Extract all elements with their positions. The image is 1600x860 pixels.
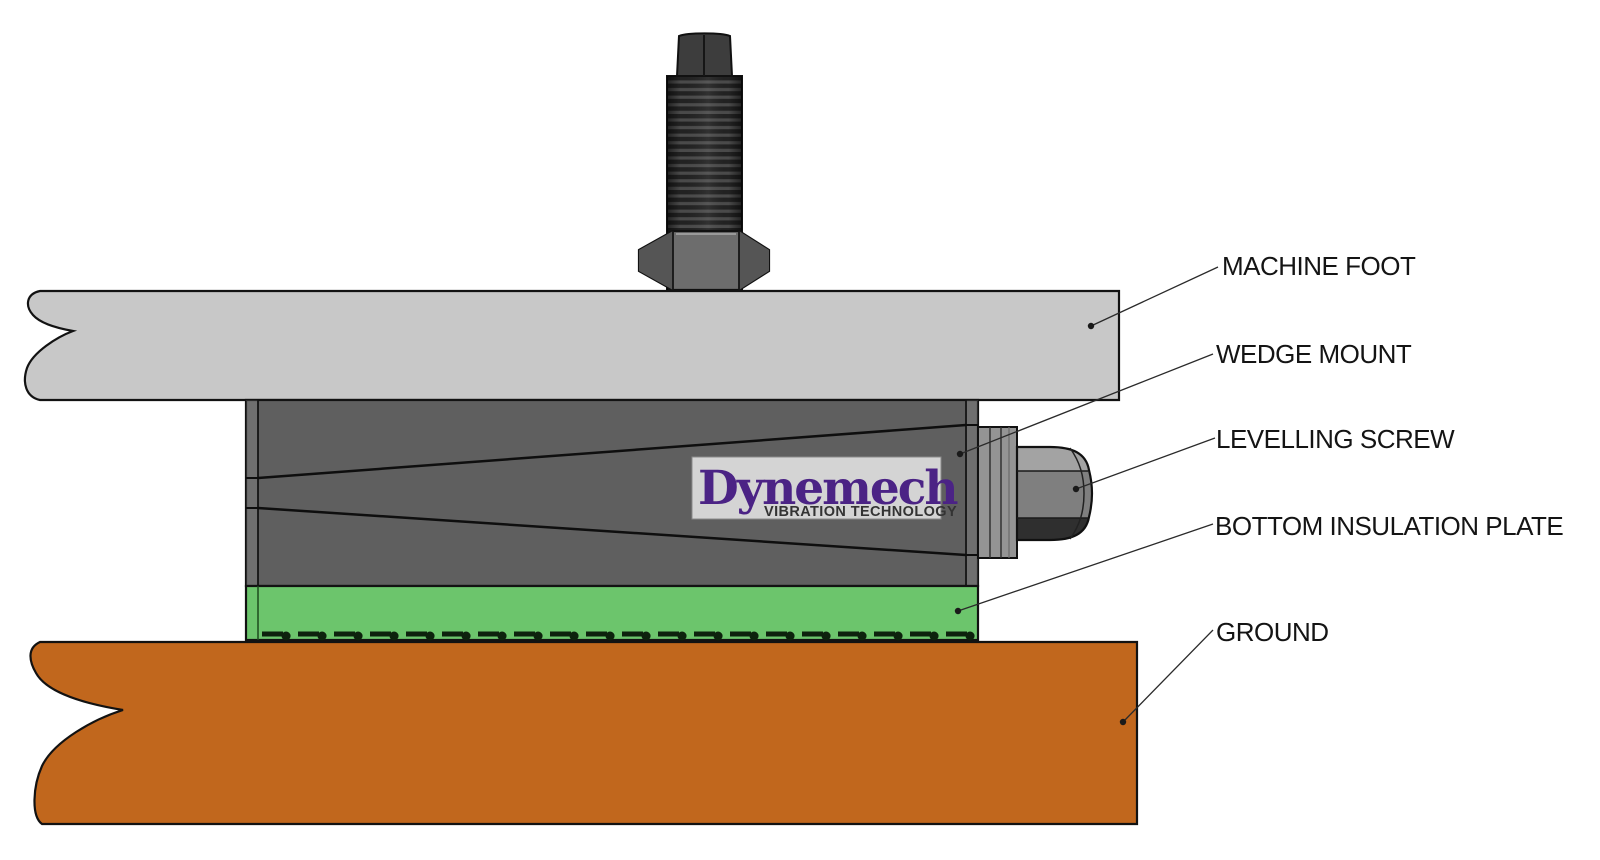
bottom-insulation-plate-leader-line: [957, 523, 1214, 612]
bottom-insulation-plate-label: BOTTOM INSULATION PLATE: [1215, 511, 1563, 541]
logo-tagline-text: VIBRATION TECHNOLOGY: [764, 504, 957, 520]
left-side-strip: [246, 400, 258, 586]
logo-brand-text: Dynemech: [698, 461, 958, 516]
levelling-screw-hex-outline: [1015, 445, 1094, 542]
hex-band-bottom: [1017, 518, 1092, 540]
upper-wedge-line: [257, 423, 967, 480]
levelling-screw-hex-bands: [1017, 447, 1092, 540]
callout-ground: GROUND: [1119, 617, 1329, 726]
wedge-mount-leader-dot: [956, 450, 964, 458]
anchor-bolt-assembly: [637, 32, 771, 301]
ground-slab: [29, 640, 1139, 826]
hex-nut-left-facet: [639, 231, 673, 290]
bottom-insulation-plate-leader-dot: [954, 607, 962, 615]
ground-leader-dot: [1119, 718, 1127, 726]
callout-bottom-insulation-plate: BOTTOM INSULATION PLATE: [954, 511, 1564, 615]
machine-foot-label: MACHINE FOOT: [1222, 251, 1416, 281]
callout-wedge-mount: WEDGE MOUNT: [956, 339, 1412, 458]
machine-foot-leader-line: [1090, 266, 1219, 327]
hex-nut-right-facet: [739, 231, 769, 290]
levelling-screw-label: LEVELLING SCREW: [1216, 424, 1455, 454]
callout-machine-foot: MACHINE FOOT: [1087, 251, 1416, 330]
ground-label: GROUND: [1216, 617, 1329, 647]
levelling-screw-leader-dot: [1072, 485, 1080, 493]
bottom-insulation-plate-part: [244, 584, 981, 642]
right-side-strip: [966, 400, 978, 586]
lower-wedge-line: [257, 506, 967, 557]
washer-stack: [977, 426, 1018, 559]
insulation-plate-block: [244, 584, 980, 642]
ground-leader-line: [1122, 629, 1214, 723]
logo-background: [691, 456, 942, 520]
machine-foot-leader-dot: [1087, 322, 1095, 330]
levelling-screw-assembly: [977, 426, 1094, 559]
machine-foot-plate: [23, 289, 1121, 402]
wedge-mount-body: Dynemech VIBRATION TECHNOLOGY: [244, 398, 980, 588]
callout-levelling-screw: LEVELLING SCREW: [1072, 424, 1456, 493]
wedge-mount-label: WEDGE MOUNT: [1216, 339, 1412, 369]
hex-band-middle: [1017, 471, 1092, 518]
levelling-screw-leader-line: [1075, 437, 1216, 490]
dynemech-logo: Dynemech VIBRATION TECHNOLOGY: [691, 456, 960, 520]
wedge-mount-leader-line: [959, 353, 1214, 455]
hex-tip-facet-curve: [1069, 447, 1085, 540]
hex-band-top: [1017, 447, 1092, 471]
